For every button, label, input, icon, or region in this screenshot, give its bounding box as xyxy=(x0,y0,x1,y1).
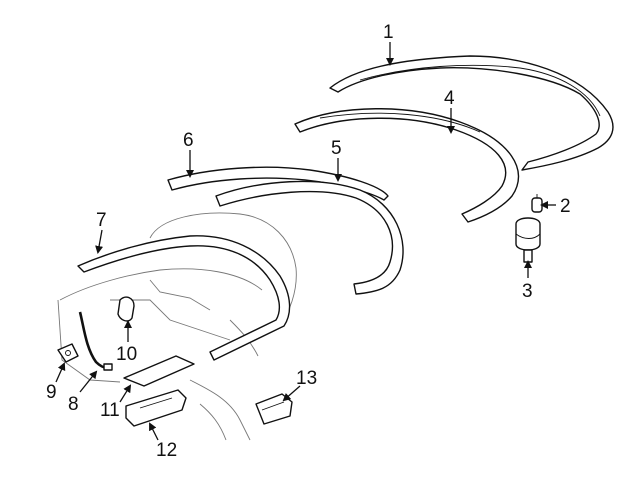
part-4-arch-seal xyxy=(294,108,520,223)
callout-3: 3 xyxy=(522,281,533,302)
callout-4: 4 xyxy=(444,88,455,109)
callout-labels: 1 2 3 4 5 6 7 8 9 10 11 12 13 xyxy=(46,22,571,461)
callout-8: 8 xyxy=(68,394,79,415)
part-11-pad xyxy=(123,355,195,387)
callout-6: 6 xyxy=(183,130,194,151)
callout-1: 1 xyxy=(383,22,394,43)
callout-11: 11 xyxy=(100,400,120,421)
part-5-arch-seal xyxy=(215,180,404,295)
callout-7: 7 xyxy=(96,210,107,231)
part-7-decklid-seal xyxy=(77,235,291,361)
part-10-latch xyxy=(117,296,135,322)
part-13-bracket xyxy=(255,393,293,425)
callout-12: 12 xyxy=(156,440,177,461)
part-2-clip xyxy=(531,194,543,213)
callout-2: 2 xyxy=(560,196,571,217)
callout-9: 9 xyxy=(46,382,57,403)
callout-13: 13 xyxy=(296,368,317,389)
part-12-bracket xyxy=(125,389,187,427)
part-8-cable xyxy=(78,311,113,371)
leader-lines xyxy=(55,42,556,441)
callout-5: 5 xyxy=(331,138,342,159)
part-6-seal-strip xyxy=(167,166,389,201)
part-1-weatherstrip xyxy=(329,55,614,171)
callout-10: 10 xyxy=(116,344,137,365)
part-3-bumper-stop xyxy=(515,217,541,263)
part-9-bracket xyxy=(57,343,79,363)
